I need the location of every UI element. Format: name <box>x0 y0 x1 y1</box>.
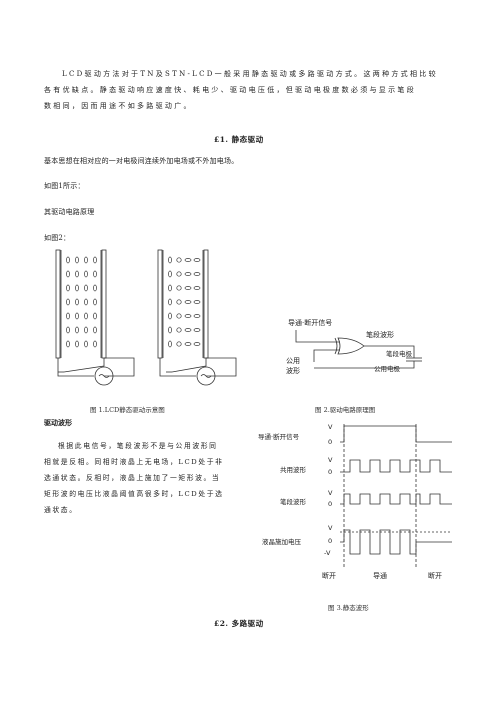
lcd-cell-right <box>157 249 209 359</box>
lcd-circuit-right <box>159 357 237 386</box>
xor-gate-icon <box>334 337 365 355</box>
axis-off-2: 断开 <box>428 572 442 580</box>
wave-row-lc-neg: -V <box>324 549 331 557</box>
lcd-circuit-left <box>57 357 135 386</box>
waveform-line-4: 矩形波的电压比液晶阈值高很多时，LCD处于选 <box>44 490 224 498</box>
axis-off-1: 断开 <box>322 572 336 580</box>
intro-paragraph: LCD驱动方法对于TN及STN-LCD一般采用静态驱动或多路驱动方式。这两种方式… <box>44 66 464 114</box>
circuit-wires <box>295 330 422 369</box>
intro-line-1: LCD驱动方法对于TN及STN-LCD一般采用静态驱动或多路驱动方式。这两种方式… <box>62 70 438 78</box>
figure-1-lcd-diagram <box>55 249 237 386</box>
common-electrode-label: 公用电极 <box>374 365 400 373</box>
wave-row-common-zero: 0 <box>328 468 333 476</box>
intro-line-2: 各有优缺点。静态驱动响应速度快、耗电少、驱动电压低，但驱动电极度数必须与显示笔段 <box>44 86 416 94</box>
wave-row-lc-v: V <box>328 524 333 532</box>
lc-molecules-right <box>168 256 201 348</box>
section-heading-static-drive: £1. 静态驱动 <box>214 135 264 144</box>
figure-2-reference: 如图2： <box>44 234 71 242</box>
waveform-line-2: 相就是反相。同相时液晶上无电场，LCD处于非 <box>44 458 224 466</box>
wave-row-common-v: V <box>328 456 333 464</box>
figure-1-caption: 图 1.LCD静态驱动示意图 <box>90 406 165 414</box>
common-waveform <box>340 459 452 473</box>
wave-row-lc-zero: 0 <box>328 537 333 545</box>
waveform-paragraph: 根据此电信号，笔段波形不是与公用波形同 相就是反相。同相时液晶上无电场，LCD处… <box>44 438 254 518</box>
figure-3-waveforms <box>340 424 452 568</box>
basic-idea-text: 基本思想在相对应的一对电极间连续外加电场或不外加电场。 <box>44 157 239 165</box>
waveform-line-1: 根据此电信号，笔段波形不是与公用波形同 <box>58 442 218 450</box>
waveform-line-5: 通状态。 <box>44 506 78 514</box>
axis-on: 导通 <box>373 572 387 580</box>
segment-wave-label: 笔段波形 <box>366 331 394 339</box>
section-heading-multiplex-drive: £2. 多路驱动 <box>214 619 264 628</box>
waveform-subtitle: 驱动波形 <box>44 418 72 427</box>
common-wave-label-1: 公用 <box>286 357 300 365</box>
figure-1-reference: 如图1所示： <box>44 182 85 190</box>
wave-row-segment-v: V <box>328 489 333 497</box>
wave-row-common-label: 共用波形 <box>280 466 306 474</box>
wave-row-signal-v: V <box>328 423 333 431</box>
figure-2-circuit: 导通·断开信号 笔段波形 笔段电极 公用 波形 公用电极 <box>282 310 452 390</box>
waveform-line-3: 选通状态。反相时，液晶上施加了一矩形波。当 <box>44 474 221 482</box>
wave-row-segment-zero: 0 <box>328 500 333 508</box>
wave-row-lc-label: 液晶施加电压 <box>262 538 301 546</box>
lc-voltage-waveform <box>340 529 452 555</box>
common-wave-label-2: 波形 <box>286 367 300 375</box>
figure-2-caption: 图 2.驱动电路原理图 <box>315 406 376 414</box>
wave-row-signal-label: 导通·断开信号 <box>258 433 300 441</box>
principle-text: 其驱动电路原理 <box>44 208 95 216</box>
figure-3-caption: 图 3.静态波形 <box>328 604 369 612</box>
signal-label: 导通·断开信号 <box>288 319 333 327</box>
signal-waveform <box>340 425 452 443</box>
lc-molecules-left <box>66 256 97 348</box>
segment-electrode-label: 笔段电极 <box>386 350 412 358</box>
wave-row-segment-label: 笔段波形 <box>280 498 306 506</box>
segment-waveform <box>340 493 452 505</box>
intro-line-3: 数相同，因而用途不如多路驱动广。 <box>44 102 193 110</box>
wave-row-signal-zero: 0 <box>328 438 333 446</box>
lcd-cell-left <box>55 249 107 359</box>
